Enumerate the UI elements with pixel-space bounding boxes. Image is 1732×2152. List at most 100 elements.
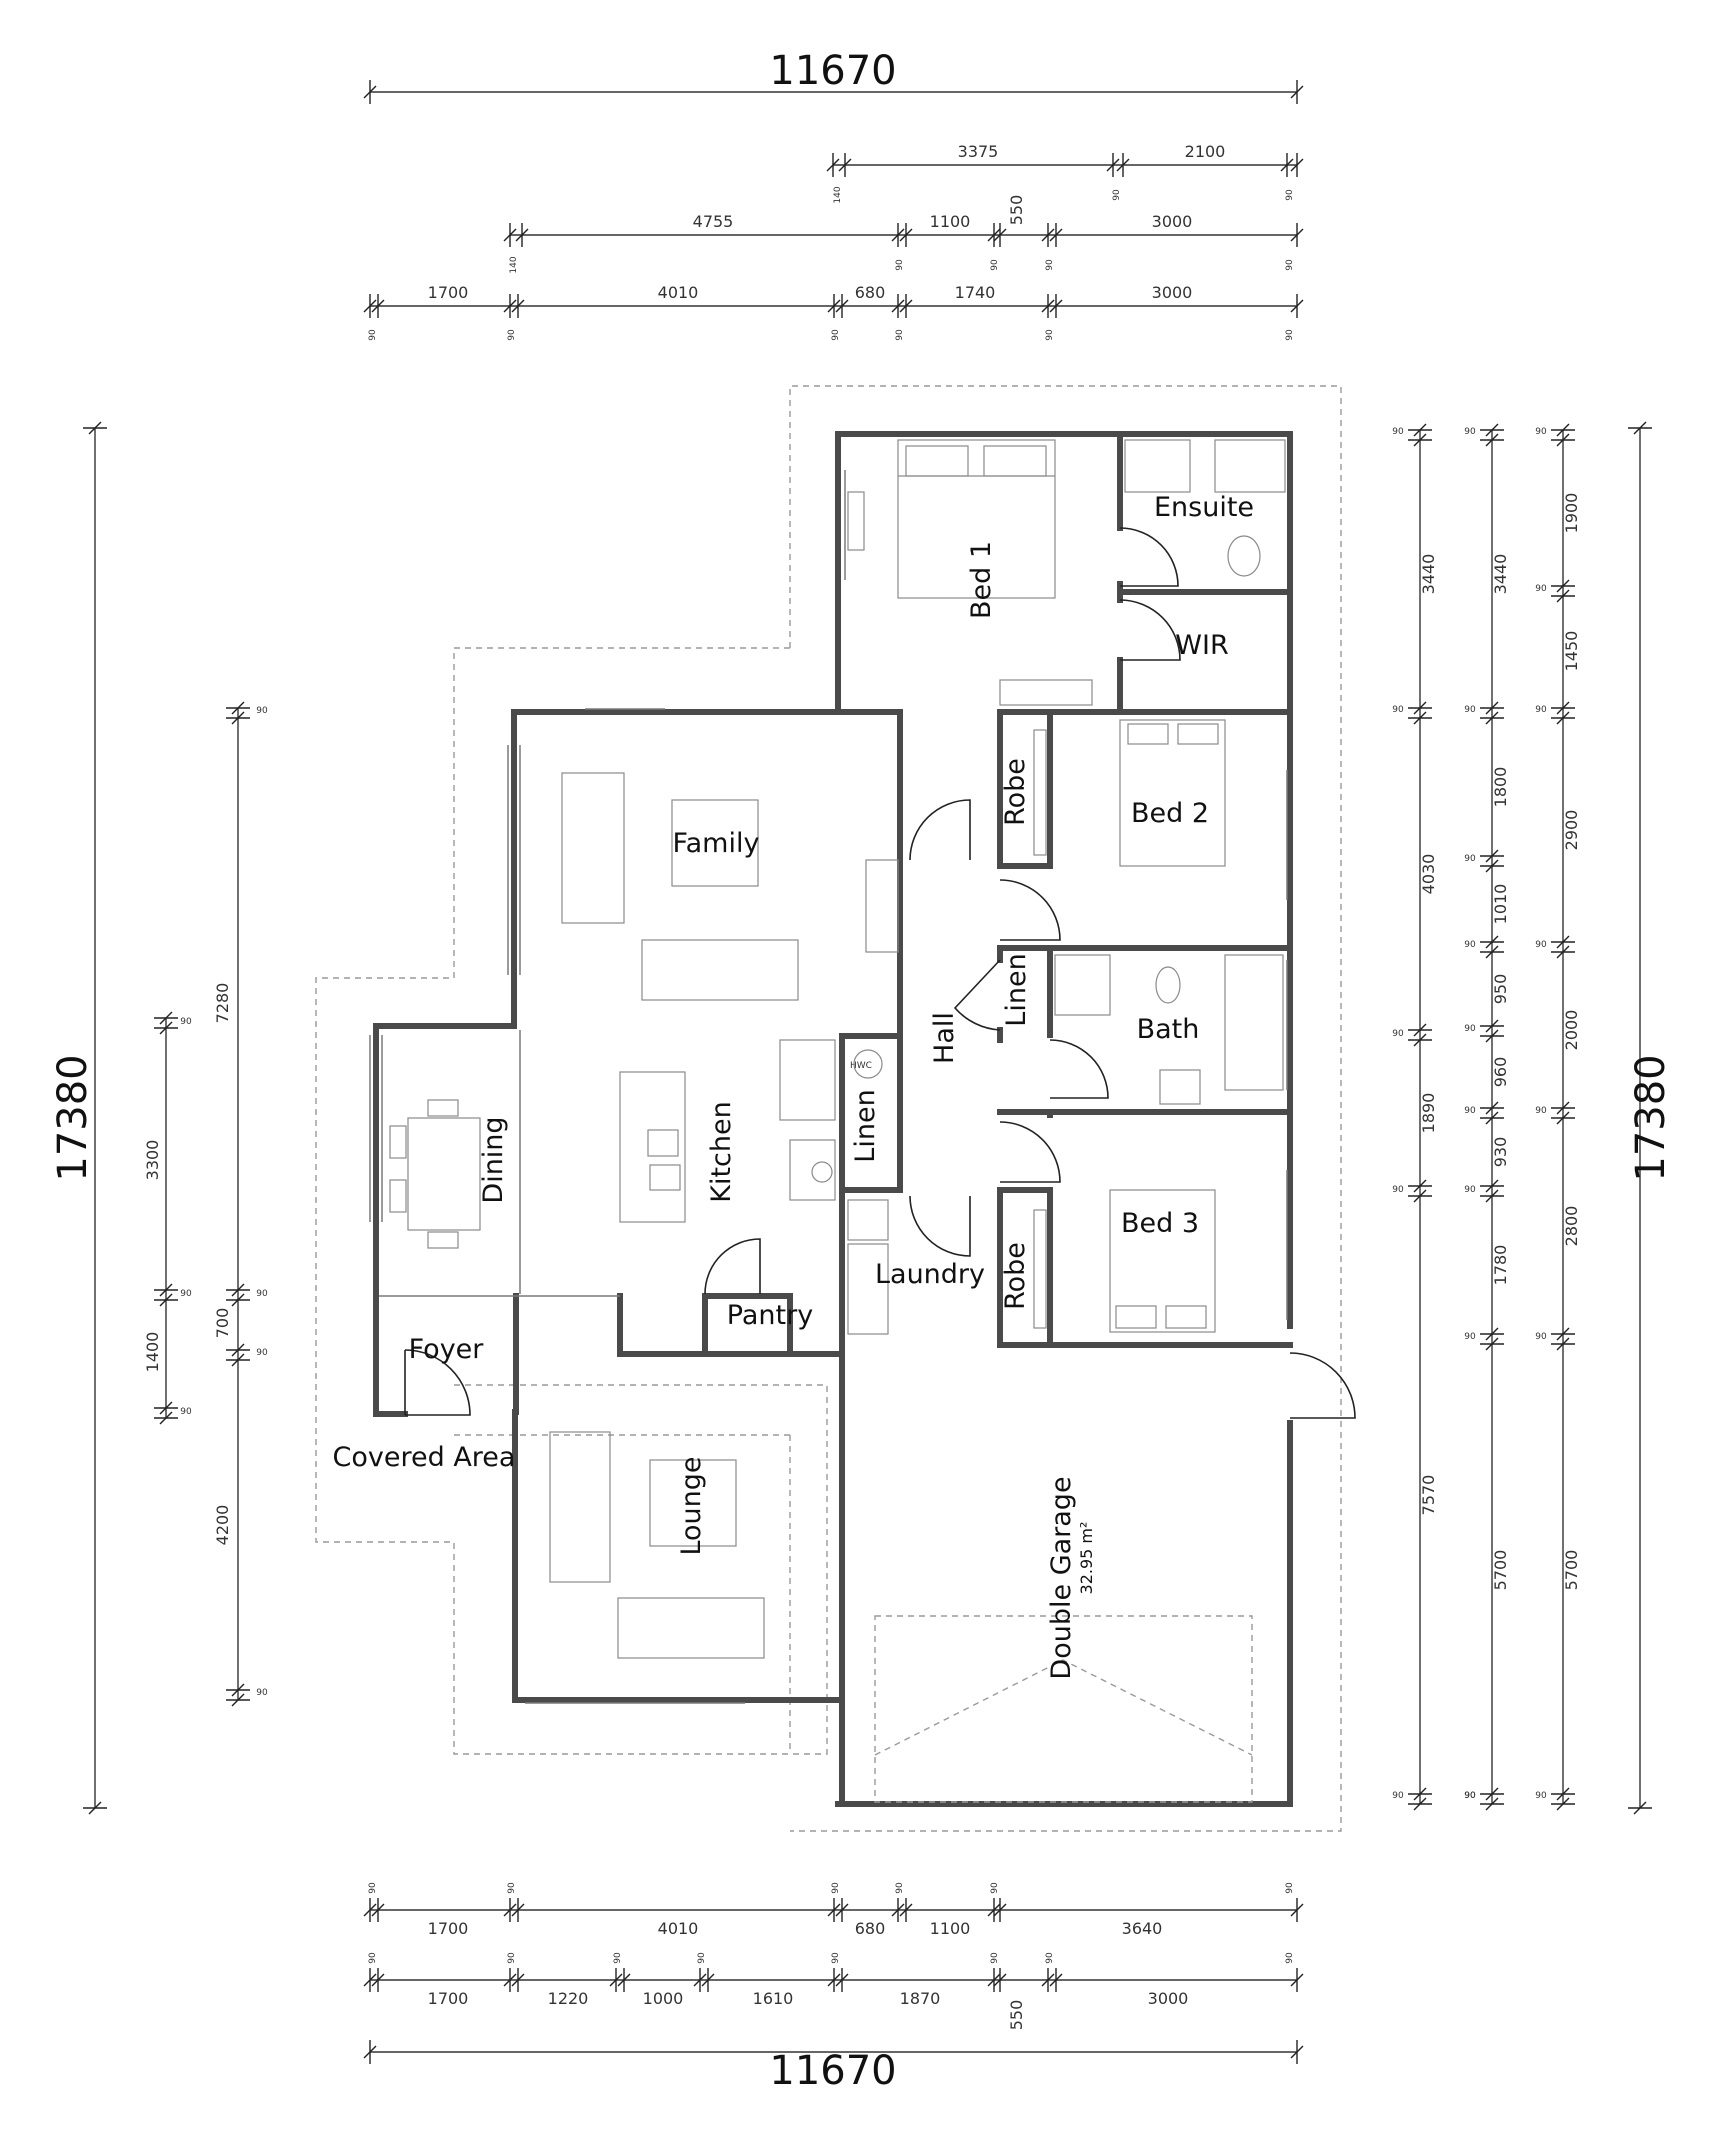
dim-bottom_row2_small-0: 90 [368, 1952, 378, 1964]
bed1-bed [897, 439, 1056, 599]
room-label-linen-b: Linen [850, 1089, 881, 1162]
room-label-bed1: Bed 1 [966, 541, 997, 619]
dim-top_row1_small-2: 90 [1285, 189, 1295, 201]
dim-left_inner2_small-1: 90 [256, 1289, 268, 1299]
dim-right_col2-1: 1800 [1491, 767, 1510, 808]
room-label-kitchen: Kitchen [706, 1101, 737, 1202]
dim-bottom_row2_small-2: 90 [613, 1952, 623, 1964]
dim-left_inner2-2: 4200 [213, 1505, 232, 1546]
dim-left_inner1-1: 1400 [143, 1332, 162, 1373]
dim-right_col2_small-8: 90 [1464, 1791, 1476, 1801]
dim-right_col1_small-3: 90 [1392, 1185, 1404, 1195]
roof-outline [315, 385, 1342, 1832]
dim-right_col1-3: 7570 [1419, 1475, 1438, 1516]
dim-right_col2-0: 3440 [1491, 554, 1510, 595]
overall-width-bottom: 11670 [363, 2040, 1304, 2094]
dim-right_col3-0: 1900 [1562, 493, 1581, 534]
dim-top_row3_small-0: 90 [368, 329, 378, 341]
dim-top_row3_small-4: 90 [1045, 329, 1055, 341]
dim-top_row2-1: 1100 [930, 212, 971, 231]
room-label-lounge: Lounge [676, 1456, 707, 1555]
dim-top_row2-3: 3000 [1152, 212, 1193, 231]
dim-top_row3-1: 4010 [658, 283, 699, 302]
dim-bottom_row2-2: 1000 [643, 1989, 684, 2008]
dim-right_col3_small-0: 90 [1535, 427, 1547, 437]
dim-bottom_row2_small-3: 90 [697, 1952, 707, 1964]
dim-bottom_row1_small-4: 90 [990, 1882, 1000, 1894]
dim-bottom_row1-1: 4010 [658, 1919, 699, 1938]
room-label-ensuite: Ensuite [1154, 492, 1254, 523]
dim-right_col1_small-4: 90 [1392, 1791, 1404, 1801]
dim-right_col3_small-5: 90 [1535, 1332, 1547, 1342]
dim-right_col2-2: 1010 [1491, 884, 1510, 925]
dim-top_row2_small-1: 90 [895, 259, 905, 271]
room-label-linen-a: Linen [1001, 953, 1032, 1026]
dim-bottom_row2-3: 1610 [753, 1989, 794, 2008]
room-label-robe-a: Robe [1000, 758, 1031, 826]
dim-top_row3-2: 680 [855, 283, 886, 302]
dim-right_col3_small-6: 90 [1535, 1791, 1547, 1801]
overall-width-label-bottom: 11670 [769, 2048, 896, 2094]
dim-top_row3_small-5: 90 [1285, 329, 1295, 341]
dim-left_inner2_small-3: 90 [256, 1688, 268, 1698]
dim-top_row3-3: 1740 [955, 283, 996, 302]
dim-right_col3-1: 1450 [1562, 631, 1581, 672]
dim-right_col1_small-2: 90 [1392, 1029, 1404, 1039]
dim-right_col3-3: 2000 [1562, 1010, 1581, 1051]
dim-top_row2-0: 4755 [693, 212, 734, 231]
room-label-bath: Bath [1137, 1014, 1200, 1045]
room-label-garage: Double Garage [1046, 1476, 1077, 1679]
dim-right_col2_small-3: 90 [1464, 940, 1476, 950]
overall-depth-label: 17380 [50, 1054, 96, 1181]
room-label-wir: WIR [1175, 630, 1228, 661]
dim-top_row3_small-2: 90 [831, 329, 841, 341]
room-label-laundry: Laundry [875, 1259, 985, 1290]
dim-bottom_row2-5: 550 [1007, 2000, 1026, 2031]
dim-bottom_row1_small-0: 90 [368, 1882, 378, 1894]
dim-right_col2_small-7: 90 [1464, 1332, 1476, 1342]
garage-door-outline [874, 1615, 1253, 1803]
dim-right_col3-4: 2800 [1562, 1206, 1581, 1247]
windows [369, 470, 1288, 1704]
dim-right_col2-6: 1780 [1491, 1245, 1510, 1286]
dim-left_inner2_small-0: 90 [256, 706, 268, 716]
dim-top_row3_small-1: 90 [507, 329, 517, 341]
furniture: HWC [389, 439, 1286, 1659]
dim-bottom_row2-0: 1700 [428, 1989, 469, 2008]
dim-top_row2_small-3: 90 [1045, 259, 1055, 271]
dim-right_col1-2: 1890 [1419, 1093, 1438, 1134]
dim-bottom_row1_small-1: 90 [507, 1882, 517, 1894]
dim-bottom_row2_small-6: 90 [1045, 1952, 1055, 1964]
dim-left_inner1-0: 3300 [143, 1140, 162, 1181]
dim-top_row1_small-0: 140 [833, 186, 843, 203]
overall-width-top: 11670 [363, 48, 1304, 104]
dim-bottom_row2_small-4: 90 [831, 1952, 841, 1964]
room-label-covered-area: Covered Area [333, 1442, 516, 1473]
dim-top_row2-2: 550 [1007, 195, 1026, 226]
room-label-hall: Hall [929, 1012, 960, 1064]
dim-bottom_row1-4: 3640 [1122, 1919, 1163, 1938]
room-label-pantry: Pantry [727, 1300, 813, 1331]
overall-depth-left: 17380 [50, 421, 107, 1815]
dim-right_col2_small-0: 90 [1464, 427, 1476, 437]
dim-right_col2_small-4: 90 [1464, 1024, 1476, 1034]
dim-right_col3_small-1: 90 [1535, 584, 1547, 594]
dim-left_inner2-0: 7280 [213, 983, 232, 1024]
dim-right_col2_small-9: 90 [1464, 1791, 1476, 1801]
dim-right_col3-5: 5700 [1562, 1550, 1581, 1591]
dim-left_inner1_small-0: 90 [180, 1017, 192, 1027]
room-labels: Bed 1 Ensuite WIR Family Robe Bed 2 Line… [333, 492, 1255, 1680]
dim-right_col1-0: 3440 [1419, 554, 1438, 595]
room-label-bed2: Bed 2 [1131, 798, 1209, 829]
dim-left_inner2_small-2: 90 [256, 1348, 268, 1358]
dim-bottom_row1_small-5: 90 [1285, 1882, 1295, 1894]
room-label-dining: Dining [478, 1116, 509, 1203]
dim-right_col2-4: 960 [1491, 1057, 1510, 1088]
dim-top_row2_small-4: 90 [1285, 259, 1295, 271]
overall-width-label: 11670 [769, 48, 896, 94]
dim-right_col3_small-2: 90 [1535, 705, 1547, 715]
dim-bottom_row2_small-1: 90 [507, 1952, 517, 1964]
dim-right_col1_small-0: 90 [1392, 427, 1404, 437]
